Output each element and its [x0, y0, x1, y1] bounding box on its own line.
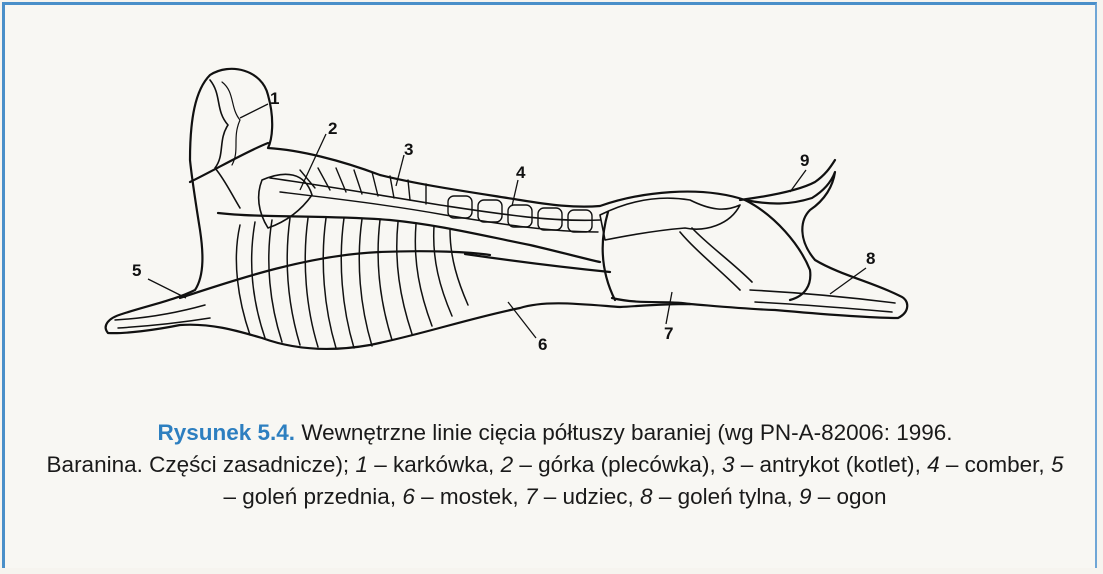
cut-line-neck: [190, 143, 268, 182]
caption-line2: Baranina. Części zasadnicze);: [47, 452, 350, 477]
label-8: 8: [866, 249, 875, 268]
lumbar-vertebrae: [448, 196, 592, 232]
cut-line-back: [218, 213, 600, 262]
tail: [740, 160, 835, 200]
caption-line1: Wewnętrzne linie cięcia półtuszy baranie…: [301, 420, 952, 445]
label-1: 1: [270, 89, 279, 108]
label-3: 3: [404, 140, 413, 159]
label-5: 5: [132, 261, 141, 280]
femur: [680, 228, 752, 290]
ribs: [236, 218, 468, 348]
caption-title: Rysunek 5.4.: [157, 420, 295, 445]
carcass-outline: [106, 69, 908, 349]
pelvis: [600, 198, 740, 240]
label-6: 6: [538, 335, 547, 354]
cut-line-flank: [465, 254, 610, 272]
leg-muscle: [745, 200, 810, 300]
label-2: 2: [328, 119, 337, 138]
spine: [270, 178, 600, 220]
leg-outline: [603, 212, 690, 304]
hind-shank-bone: [750, 290, 895, 312]
label-7: 7: [664, 324, 673, 343]
label-9: 9: [800, 151, 809, 170]
label-4: 4: [516, 163, 526, 182]
figure-caption: Rysunek 5.4. Wewnętrzne linie cięcia pół…: [40, 417, 1070, 513]
cut-line-breast: [180, 251, 490, 298]
